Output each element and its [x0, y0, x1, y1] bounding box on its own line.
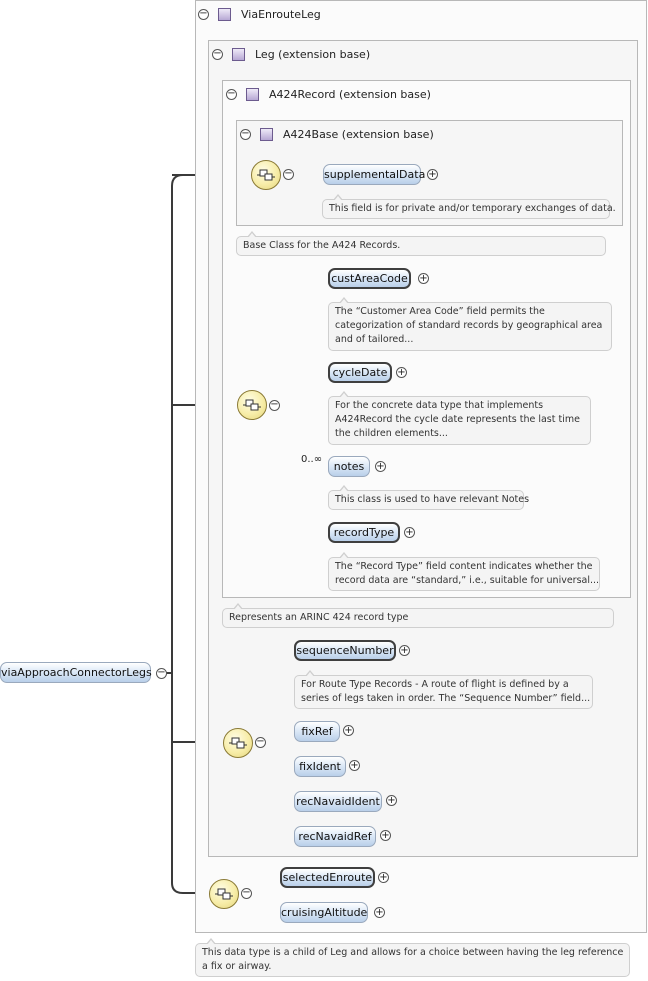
collapse-leg-icon[interactable]: − — [212, 48, 223, 60]
choice-compositor-icon[interactable] — [209, 879, 239, 909]
cruising-altitude-element[interactable]: cruisingAltitude — [280, 902, 368, 923]
a424record-doc: Base Class for the A424 Records. — [236, 231, 606, 256]
doc-line: a fix or airway. — [202, 961, 272, 972]
expand-notes-icon[interactable]: + — [375, 461, 386, 472]
doc-line: categorization of standard records by ge… — [335, 320, 603, 331]
sequence-compositor-icon[interactable] — [251, 160, 281, 190]
doc-line: record data are “standard,” i.e., suitab… — [335, 575, 600, 586]
via-enroute-leg-doc: This data type is a child of Leg and all… — [195, 938, 630, 977]
doc-line: the children elements... — [335, 428, 448, 439]
expand-record-type-icon[interactable]: + — [404, 527, 415, 538]
record-type-doc: The “Record Type” field content indicate… — [328, 552, 600, 591]
record-type-element[interactable]: recordType — [328, 522, 400, 543]
doc-line: This data type is a child of Leg and all… — [202, 947, 624, 958]
cust-area-code-element[interactable]: custAreaCode — [328, 268, 411, 289]
collapse-a424base-sequence-icon[interactable]: − — [283, 168, 294, 180]
cycle-date-doc: For the concrete data type that implemen… — [328, 391, 591, 445]
sequence-compositor-icon[interactable] — [223, 728, 253, 758]
complex-type-icon — [260, 128, 273, 141]
collapse-a424record-icon[interactable]: − — [226, 88, 237, 100]
expand-cust-area-code-icon[interactable]: + — [418, 273, 429, 284]
supplemental-data-doc: This field is for private and/or tempora… — [322, 194, 616, 219]
supplemental-data-element[interactable]: supplementalData — [323, 164, 425, 185]
doc-line: For the concrete data type that implemen… — [335, 400, 544, 411]
notes-doc: This class is used to have relevant Note… — [328, 485, 529, 510]
expand-sequence-number-icon[interactable]: + — [399, 645, 410, 656]
collapse-via-choice-icon[interactable]: − — [241, 887, 252, 899]
doc-line: and of tailored... — [335, 334, 414, 345]
complex-type-icon — [246, 88, 259, 101]
collapse-a424base-icon[interactable]: − — [240, 128, 251, 140]
doc-line: The “Record Type” field content indicate… — [335, 561, 593, 572]
cycle-date-element[interactable]: cycleDate — [328, 362, 392, 383]
expand-selected-enroute-icon[interactable]: + — [378, 872, 389, 883]
a424record-extension-title: A424Record (extension base) — [269, 88, 431, 101]
leg-doc: Represents an ARINC 424 record type — [222, 603, 614, 628]
doc-line: For Route Type Records - A route of flig… — [301, 679, 569, 690]
doc-line: series of legs taken in order. The “Sequ… — [301, 693, 591, 704]
collapse-root-icon[interactable]: − — [156, 667, 167, 679]
sequence-number-element[interactable]: sequenceNumber — [294, 640, 396, 661]
selected-enroute-element[interactable]: selectedEnroute — [280, 867, 375, 888]
notes-occurrence: 0..∞ — [301, 454, 323, 465]
a424base-extension-title: A424Base (extension base) — [283, 128, 434, 141]
sequence-number-doc: For Route Type Records - A route of flig… — [294, 670, 593, 709]
rec-navaid-ident-element[interactable]: recNavaidIdent — [294, 791, 382, 812]
expand-supplemental-data-icon[interactable]: + — [427, 169, 438, 180]
expand-rec-navaid-ref-icon[interactable]: + — [380, 830, 391, 841]
sequence-compositor-icon[interactable] — [237, 390, 267, 420]
doc-line: A424Record the cycle date represents the… — [335, 414, 580, 425]
doc-line: The “Customer Area Code” field permits t… — [335, 306, 545, 317]
collapse-a424record-sequence-icon[interactable]: − — [269, 399, 280, 411]
notes-element[interactable]: notes — [328, 456, 370, 477]
expand-rec-navaid-ident-icon[interactable]: + — [386, 795, 397, 806]
complex-type-icon — [232, 48, 245, 61]
via-enroute-leg-title: ViaEnrouteLeg — [241, 8, 321, 21]
fix-ref-element[interactable]: fixRef — [294, 721, 340, 742]
expand-cruising-altitude-icon[interactable]: + — [374, 907, 385, 918]
collapse-via-enroute-leg-icon[interactable]: − — [198, 8, 209, 20]
expand-fix-ident-icon[interactable]: + — [349, 760, 360, 771]
expand-fix-ref-icon[interactable]: + — [343, 725, 354, 736]
leg-extension-title: Leg (extension base) — [255, 48, 371, 61]
complex-type-icon — [218, 8, 231, 21]
via-approach-connector-legs-element[interactable]: viaApproachConnectorLegs — [0, 662, 152, 683]
cust-area-code-doc: The “Customer Area Code” field permits t… — [328, 297, 612, 351]
expand-cycle-date-icon[interactable]: + — [396, 367, 407, 378]
collapse-leg-sequence-icon[interactable]: − — [255, 736, 266, 748]
fix-ident-element[interactable]: fixIdent — [294, 756, 346, 777]
rec-navaid-ref-element[interactable]: recNavaidRef — [294, 826, 376, 847]
